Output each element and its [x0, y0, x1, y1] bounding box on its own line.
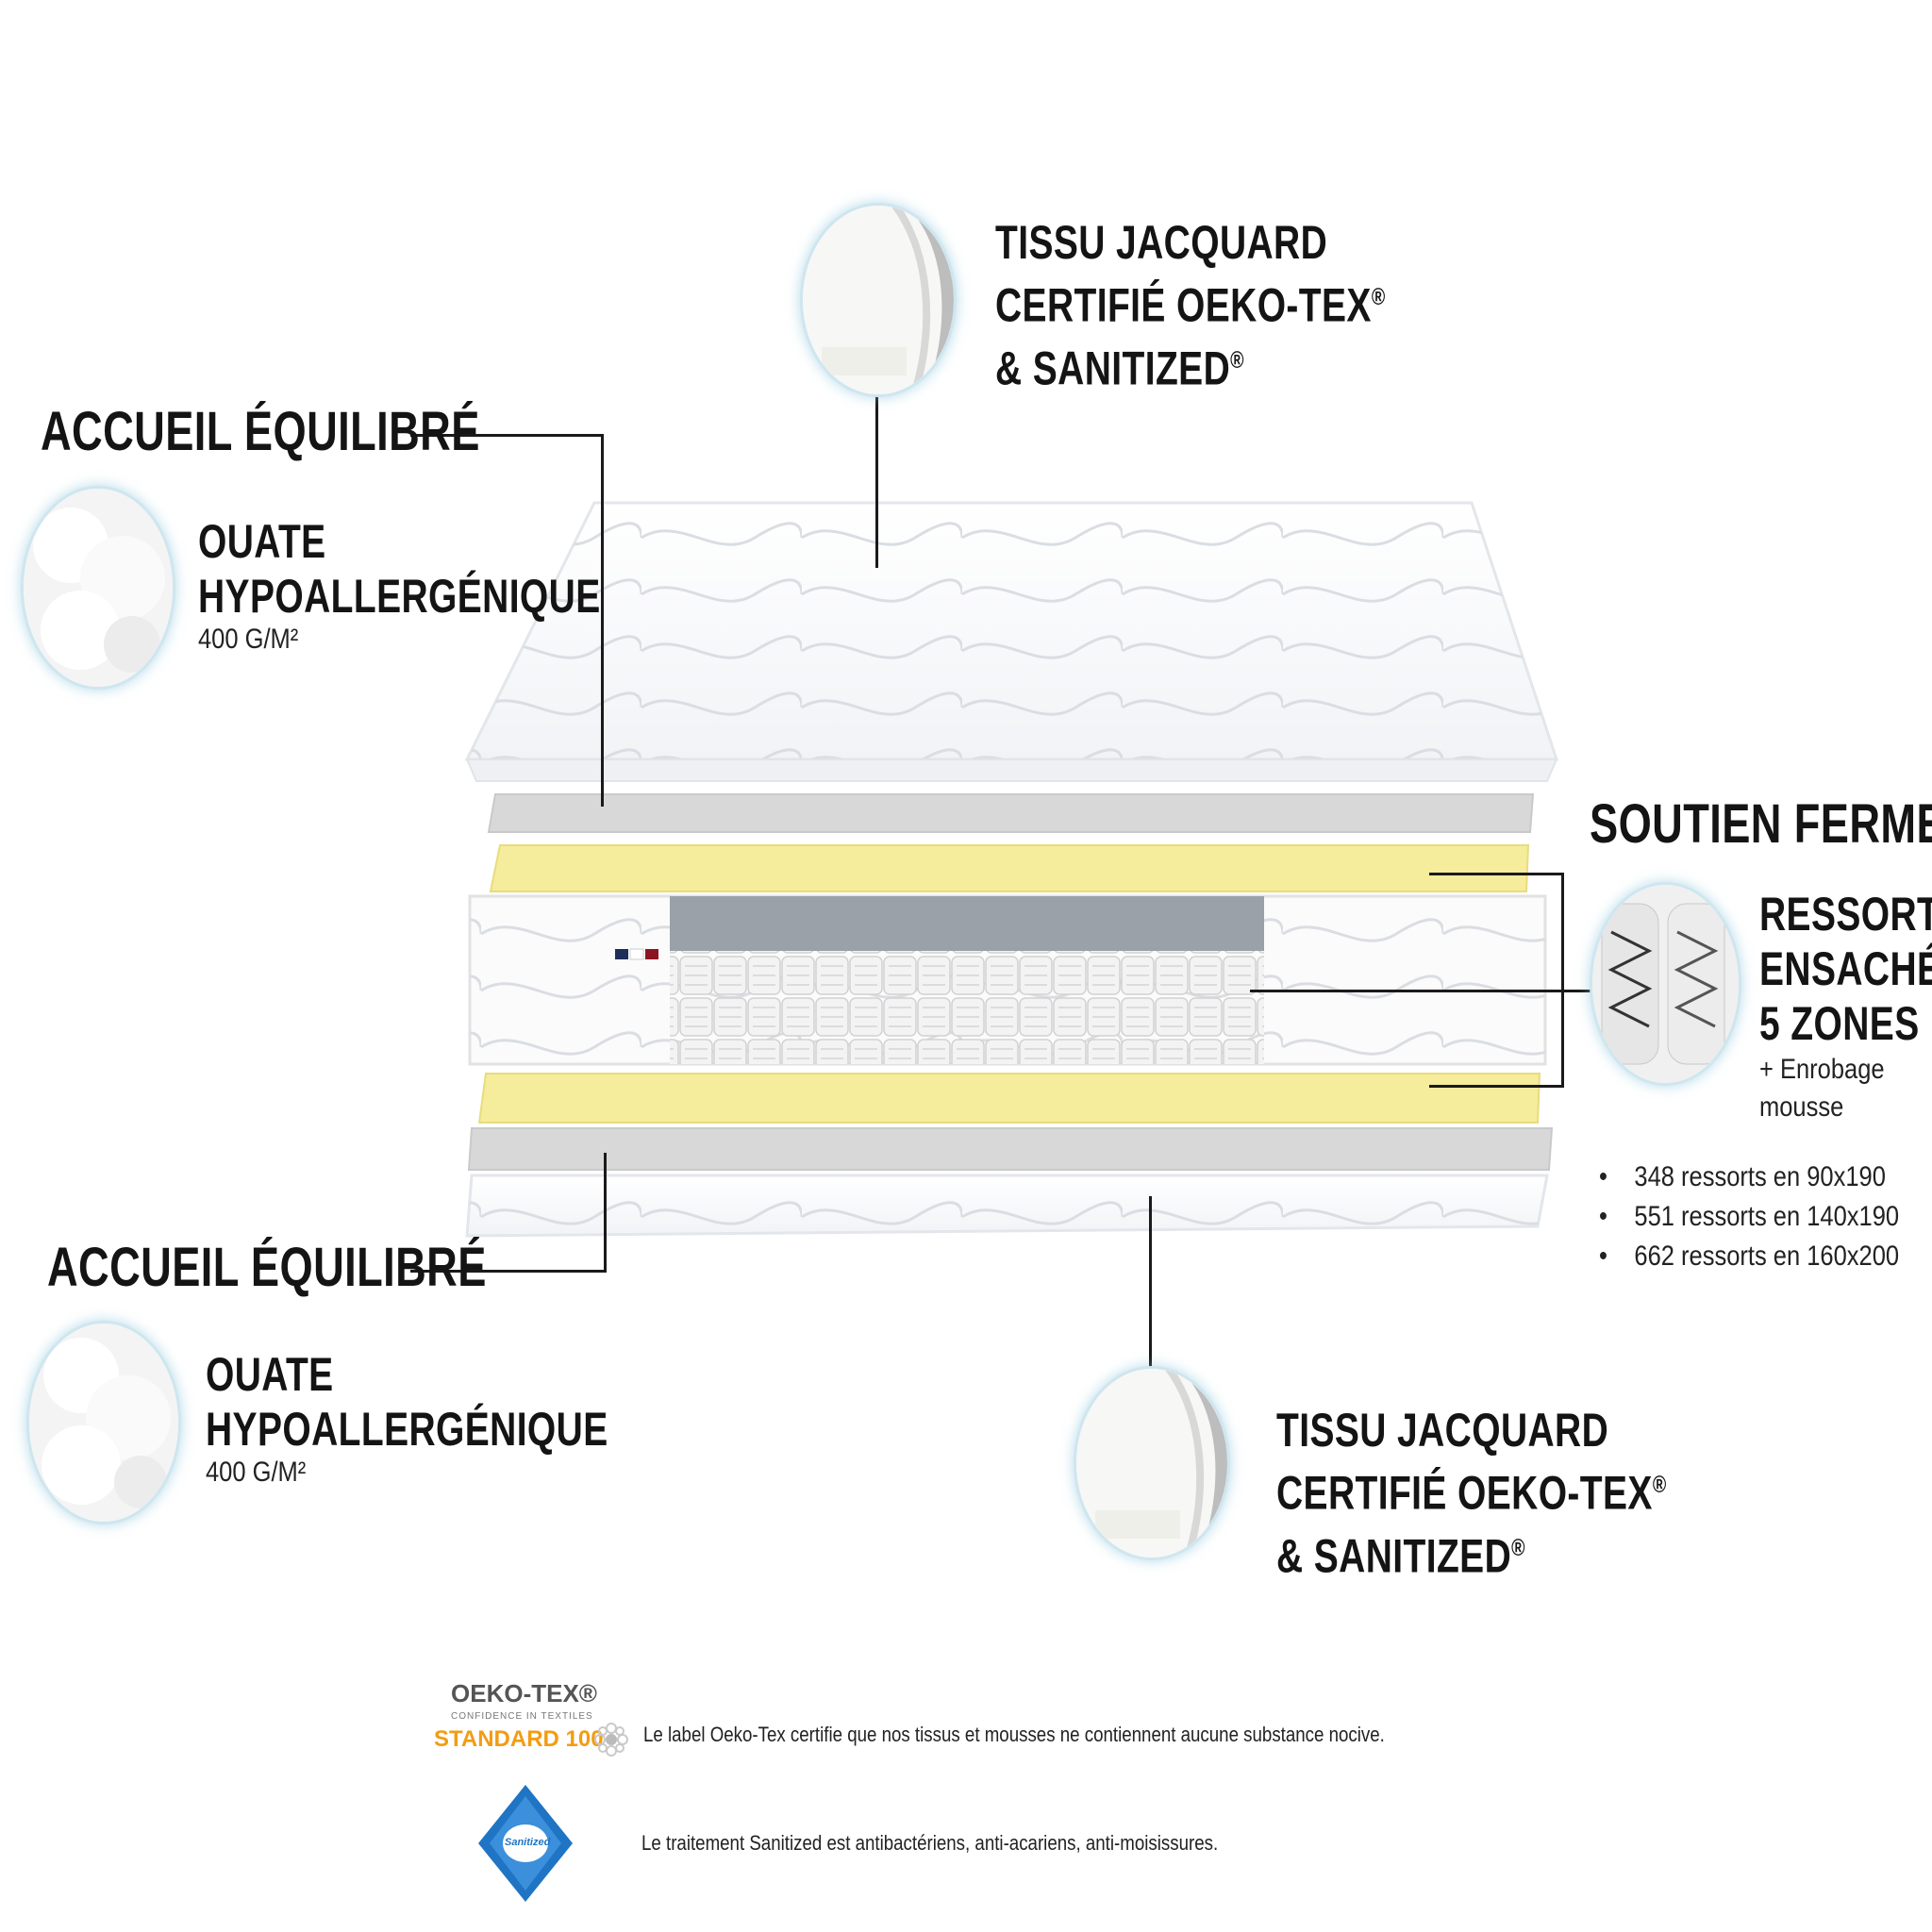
accueil-top-line2: HYPOALLERGÉNIQUE [198, 570, 601, 623]
oekotex-logo-main: OEKO-TEX® [451, 1679, 597, 1707]
batting-swatch-circle-bottom [26, 1321, 181, 1524]
list-item: 551 ressorts en 140x190 [1599, 1197, 1899, 1237]
oekotex-logo-std: STANDARD 100 [434, 1726, 604, 1752]
accueil-bottom-line1: OUATE [206, 1348, 334, 1401]
accueil-bottom-details: OUATE HYPOALLERGÉNIQUE 400 G/M² [206, 1347, 722, 1489]
connector-bottom-fabric [1149, 1196, 1152, 1369]
top-fabric-line1: TISSU JACQUARD [995, 216, 1328, 269]
connector-accueil-bottom-h [410, 1270, 607, 1273]
soutien-details: RESSORTS ENSACHÉS 5 ZONES + Enrobage mou… [1759, 887, 1932, 1126]
pocket-spring-icon [1592, 885, 1739, 1083]
springs-swatch-circle [1590, 882, 1741, 1086]
list-item: 348 ressorts en 90x190 [1599, 1158, 1899, 1197]
connector-soutien-v [1561, 873, 1564, 1088]
sanitized-description: Le traitement Sanitized est antibactérie… [641, 1831, 1219, 1855]
soutien-line2: ENSACHÉS [1759, 942, 1932, 995]
oekotex-flower-icon [594, 1723, 628, 1757]
connector-accueil-bottom-v [604, 1153, 607, 1273]
connector-soutien-top [1429, 873, 1563, 875]
cotton-batting-icon [29, 1324, 178, 1522]
fabric-swatch-circle-top [800, 203, 957, 397]
oekotex-logo: OEKO-TEX® CONFIDENCE IN TEXTILES STANDAR… [434, 1679, 632, 1764]
spring-count-list: 348 ressorts en 90x190 551 ressorts en 1… [1599, 1158, 1932, 1276]
accueil-top-detail: 400 G/M² [198, 624, 299, 655]
bottom-fabric-callout: TISSU JACQUARD CERTIFIÉ OEKO-TEX® & SANI… [1276, 1403, 1776, 1583]
oekotex-description: Le label Oeko-Tex certifie que nos tissu… [643, 1723, 1385, 1746]
top-quilted-layer [464, 501, 1559, 782]
accueil-top-title: ACCUEIL ÉQUILIBRÉ [41, 401, 480, 462]
soutien-title: SOUTIEN FERME [1590, 793, 1932, 855]
top-fabric-line2: CERTIFIÉ OEKO-TEX® [995, 278, 1386, 332]
bottom-quilted-layer [465, 1174, 1549, 1238]
accueil-bottom-title: ACCUEIL ÉQUILIBRÉ [47, 1237, 487, 1298]
soutien-line3: 5 ZONES [1759, 997, 1920, 1050]
top-fabric-line3: & SANITIZED® [995, 341, 1244, 395]
sanitized-logo-text: Sanitized [505, 1837, 551, 1848]
sanitized-logo: Sanitized [476, 1783, 575, 1904]
connector-soutien-bottom [1429, 1085, 1563, 1088]
bottom-fabric-line2: CERTIFIÉ OEKO-TEX® [1276, 1466, 1667, 1520]
connector-soutien-springs [1250, 990, 1594, 992]
bottom-batting-layer [467, 1127, 1554, 1171]
accueil-top-line1: OUATE [198, 515, 326, 568]
oekotex-logo-sub: CONFIDENCE IN TEXTILES [451, 1711, 593, 1722]
top-foam-layer [489, 844, 1530, 892]
cotton-batting-icon [24, 489, 173, 687]
soutien-detail2: mousse [1759, 1091, 1844, 1123]
batting-swatch-circle-top [21, 486, 175, 690]
fabric-swatch-circle-bottom [1074, 1366, 1230, 1560]
sanitized-diamond-icon [478, 1785, 573, 1902]
fabric-texture-icon [803, 206, 954, 394]
flag-blue [615, 949, 628, 959]
accueil-bottom-line2: HYPOALLERGÉNIQUE [206, 1403, 608, 1456]
top-batting-layer [487, 793, 1535, 833]
bottom-fabric-line1: TISSU JACQUARD [1276, 1404, 1609, 1457]
soutien-detail1: + Enrobage [1759, 1054, 1885, 1085]
connector-top-fabric [875, 396, 878, 568]
list-item: 662 ressorts en 160x200 [1599, 1237, 1899, 1276]
accueil-top-details: OUATE HYPOALLERGÉNIQUE 400 G/M² [198, 514, 714, 656]
connector-accueil-top-h [410, 434, 604, 437]
bottom-fabric-line3: & SANITIZED® [1276, 1529, 1525, 1583]
spring-core-block [468, 894, 1547, 1066]
bottom-foam-layer [477, 1073, 1541, 1124]
connector-accueil-top-v [601, 434, 604, 807]
fabric-texture-icon [1076, 1369, 1227, 1557]
top-fabric-callout: TISSU JACQUARD CERTIFIÉ OEKO-TEX® & SANI… [995, 215, 1495, 395]
soutien-line1: RESSORTS [1759, 888, 1932, 941]
accueil-bottom-detail: 400 G/M² [206, 1457, 307, 1488]
